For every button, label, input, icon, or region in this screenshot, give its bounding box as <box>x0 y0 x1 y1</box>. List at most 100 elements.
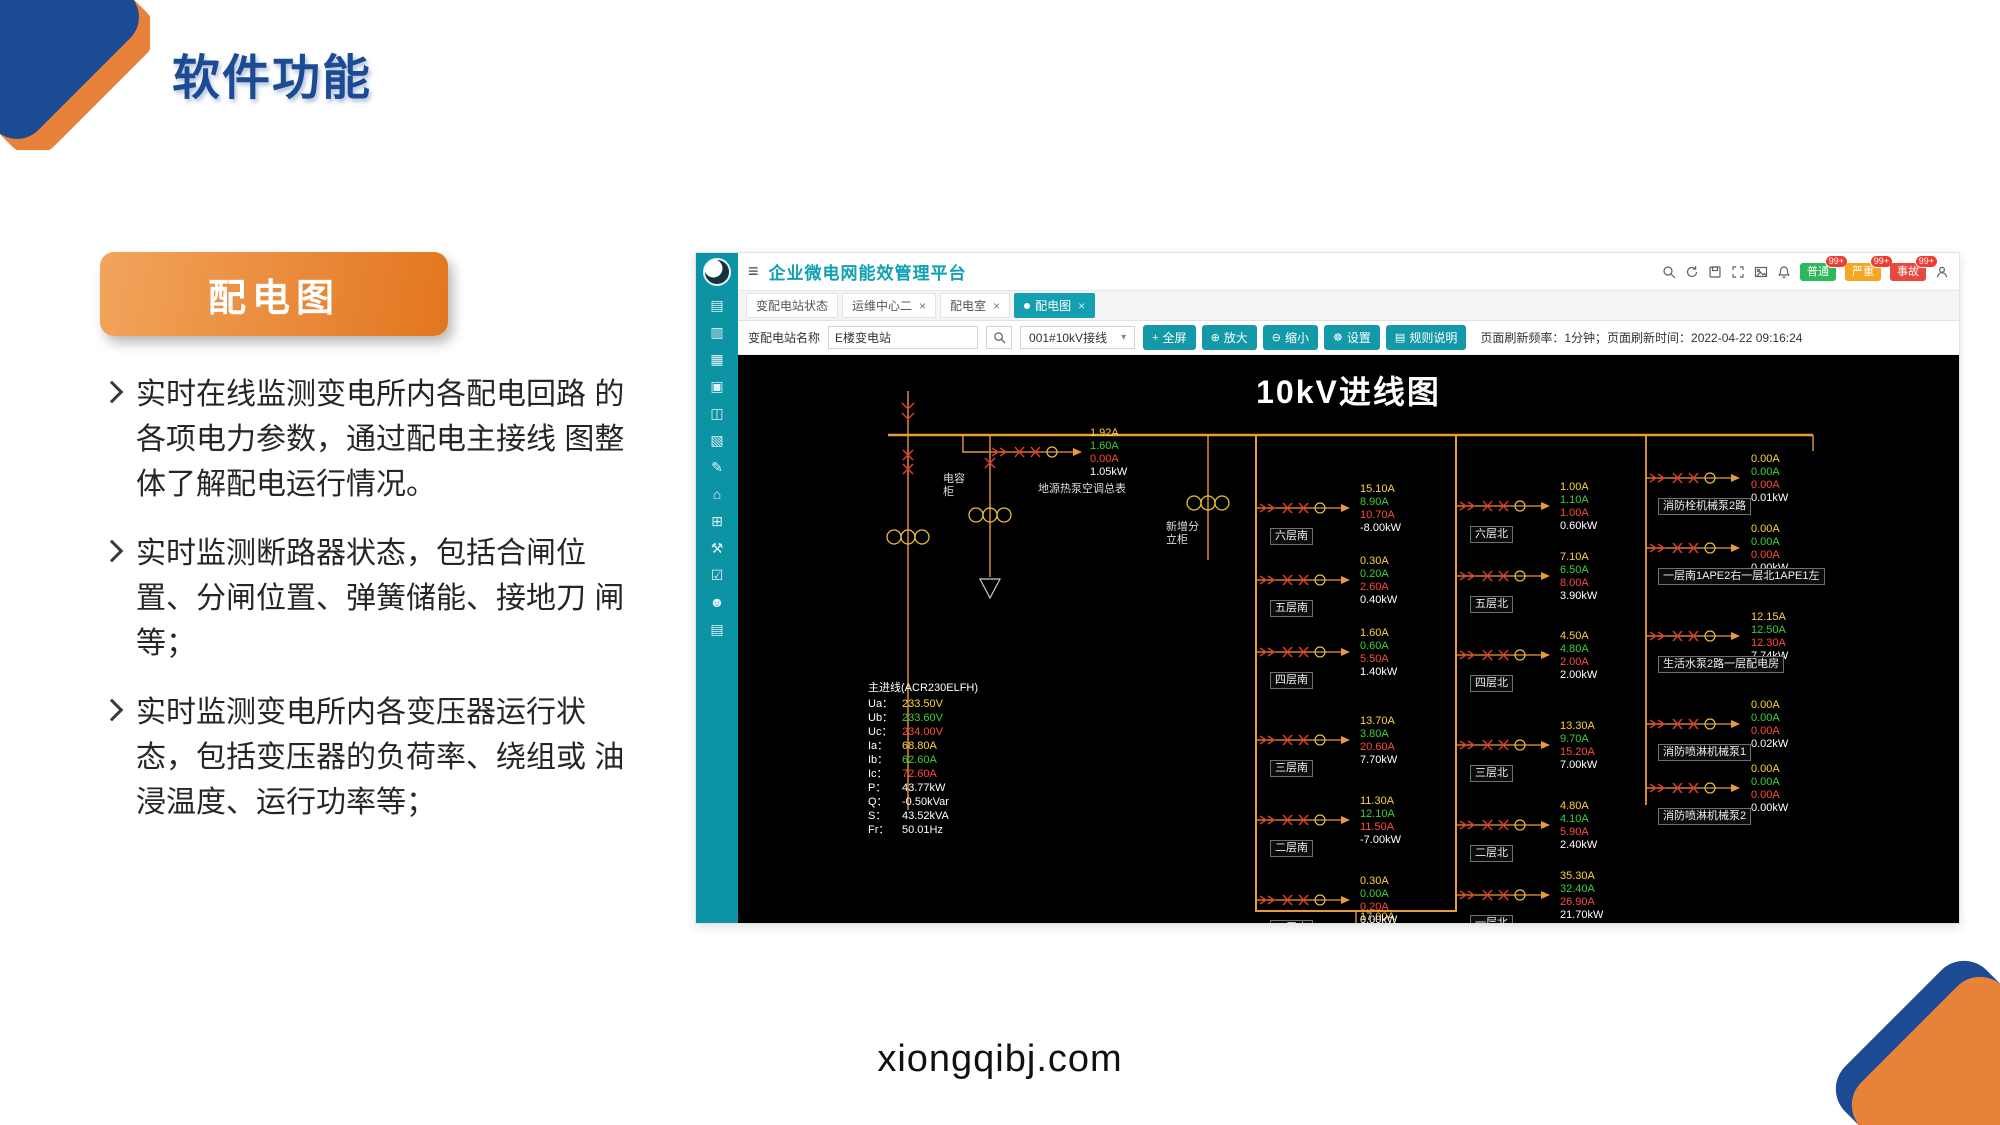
fullscreen-icon[interactable] <box>1731 265 1745 279</box>
feeder-label-生活水泵2路一层配电房: 生活水泵2路一层配电房 <box>1658 656 1785 673</box>
edit-icon[interactable]: ✎ <box>711 459 723 475</box>
toolbar-button-icon: ☸ <box>1333 332 1343 344</box>
tab-配电室[interactable]: 配电室× <box>940 293 1011 318</box>
tab-close-icon[interactable]: × <box>993 298 1001 313</box>
feeder-symbol <box>1256 812 1351 828</box>
bullet-list: 实时在线监测变电所内各配电回路 的各项电力参数，通过配电主接线 图整体了解配电运… <box>102 372 642 849</box>
app-sidebar: ▤ ▥ ▦ ▣ ◫ ▧ ✎ ⌂ ⊞ ⚒ ☑ ☻ ▤ <box>696 253 738 923</box>
feeder-label-六层南: 六层南 <box>1270 528 1313 545</box>
members-icon[interactable]: ☻ <box>709 594 725 610</box>
feeder-symbol <box>1456 817 1551 833</box>
toolbar-button-icon: ▤ <box>1394 332 1406 344</box>
bullet-item: 实时监测断路器状态，包括合闸位 置、分闸位置、弹簧储能、接地刀 闸等； <box>102 531 642 666</box>
tools-icon[interactable]: ⚒ <box>710 540 724 556</box>
capacitor-cabinet-label: 电容柜 <box>943 473 965 498</box>
feeder-symbol <box>1456 568 1551 584</box>
tab-close-icon[interactable]: × <box>1078 298 1086 313</box>
home-icon[interactable]: ⌂ <box>712 486 722 502</box>
search-button[interactable] <box>986 326 1013 349</box>
toolbar-button-label: 放大 <box>1223 331 1248 345</box>
feeder-label-消防栓机械泵2路: 消防栓机械泵2路 <box>1658 498 1752 515</box>
feeder-symbol <box>1646 628 1741 644</box>
alarm-count-badge: 99+ <box>1824 254 1848 268</box>
energy-icon[interactable]: ▧ <box>710 432 724 448</box>
hamburger-menu-icon[interactable]: ≡ <box>748 261 759 281</box>
meter-row-Fr: Fr：50.01Hz <box>868 824 943 836</box>
diagram-area: 10kV进线图 <box>738 355 1959 923</box>
save-icon[interactable] <box>1708 265 1722 279</box>
feeder-symbol <box>988 444 1083 460</box>
feeder-symbol <box>1256 892 1351 908</box>
feeder-label-一层南: 一层南 <box>1270 920 1313 923</box>
app-toolbar: 变配电站名称 001#10kV接线 ▾ +全屏⊕放大⊖缩小☸设置▤规则说明 页面… <box>738 321 1959 355</box>
refresh-icon[interactable] <box>1685 265 1699 279</box>
tab-配电图[interactable]: 配电图× <box>1014 293 1096 318</box>
feeder-label-四层北: 四层北 <box>1470 675 1513 692</box>
toolbar-button-放大[interactable]: ⊕放大 <box>1201 325 1257 350</box>
feeder-label-二层南: 二层南 <box>1270 840 1313 857</box>
feeder-label-一层南1APE2右一层北1APE1左: 一层南1APE2右一层北1APE1左 <box>1658 568 1825 585</box>
toolbar-button-缩小[interactable]: ⊖缩小 <box>1262 325 1319 350</box>
audit-icon[interactable]: ☑ <box>710 567 724 583</box>
footer-url: xiongqibj.com <box>877 1038 1123 1080</box>
feeder-symbol <box>1646 470 1741 486</box>
partial-feeder-value: 17.00A <box>1360 911 1395 923</box>
feeder-symbol <box>1256 572 1351 588</box>
app-tabs: 变配电站状态运维中心二×配电室×配电图× <box>738 291 1959 321</box>
chart-icon[interactable]: ◫ <box>710 405 724 421</box>
toolbar-button-label: 缩小 <box>1285 331 1310 345</box>
meter-row-Ua: Ua：233.50V <box>868 698 943 710</box>
meter-row-Ub: Ub：233.60V <box>868 712 943 724</box>
feeder-label-地源热泵空调总表: 地源热泵空调总表 <box>1038 483 1126 495</box>
station-name-input[interactable] <box>828 326 979 349</box>
monitor-icon[interactable]: ▤ <box>710 297 724 313</box>
scheme-select[interactable]: 001#10kV接线 ▾ <box>1020 326 1136 349</box>
alarm-icon[interactable]: ▣ <box>710 378 724 394</box>
feeder-symbol <box>1256 644 1351 660</box>
user-icon[interactable] <box>1935 265 1949 279</box>
meter-row-S: S：43.52kVA <box>868 810 949 822</box>
report-icon[interactable]: ▥ <box>710 324 724 340</box>
doc-icon[interactable]: ▤ <box>710 621 724 637</box>
feeder-symbol <box>1256 500 1351 516</box>
feeder-label-消防喷淋机械泵1: 消防喷淋机械泵1 <box>1658 744 1752 761</box>
search-icon[interactable] <box>1662 265 1676 279</box>
bell-icon[interactable] <box>1777 265 1791 279</box>
toolbar-button-icon: + <box>1152 331 1159 344</box>
toolbar-button-全屏[interactable]: +全屏 <box>1143 325 1196 350</box>
chevron-down-icon: ▾ <box>1121 332 1127 343</box>
device-icon[interactable]: ▦ <box>710 351 724 367</box>
feeder-symbol <box>1646 716 1741 732</box>
incoming-meter-title: 主进线(ACR230ELFH) <box>868 682 979 694</box>
active-tab-dot-icon <box>1024 302 1031 309</box>
feeder-symbol <box>1646 540 1741 556</box>
tab-变配电站状态[interactable]: 变配电站状态 <box>746 293 839 318</box>
app-title: 企业微电网能效管理平台 <box>768 264 967 283</box>
toolbar-button-label: 设置 <box>1346 331 1371 345</box>
toolbar-button-规则说明[interactable]: ▤规则说明 <box>1385 325 1467 350</box>
meter-icon[interactable]: ⊞ <box>711 513 723 529</box>
toolbar-button-设置[interactable]: ☸设置 <box>1324 325 1380 350</box>
tab-运维中心二[interactable]: 运维中心二× <box>842 293 937 318</box>
bullet-arrow-icon <box>102 541 136 666</box>
meter-row-Q: Q：-0.50kVar <box>868 796 949 808</box>
tab-close-icon[interactable]: × <box>919 298 927 313</box>
image-icon[interactable] <box>1754 265 1768 279</box>
